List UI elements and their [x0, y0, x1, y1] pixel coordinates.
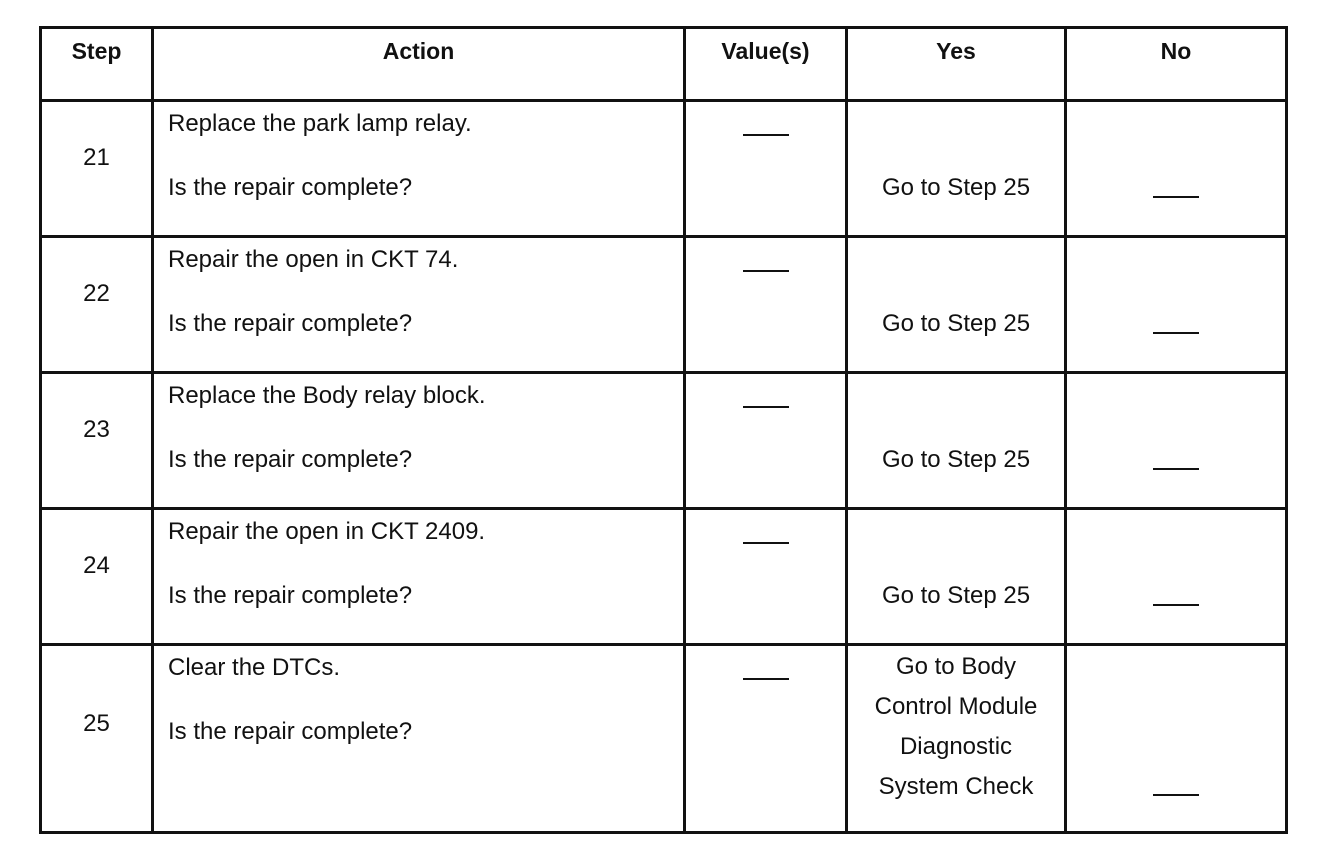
no-cell [1064, 507, 1288, 646]
action-cell: Repair the open in CKT 2409. Is the repa… [151, 507, 686, 646]
yes-result-line: Go to Body [895, 653, 1017, 680]
yes-cell: Go to Step 25 [845, 371, 1067, 510]
action-cell: Repair the open in CKT 74. Is the repair… [151, 235, 686, 374]
value-blank [742, 270, 789, 272]
header-row: Step Action Value(s) Yes No [39, 26, 1288, 102]
value-cell [683, 643, 848, 834]
no-blank [1153, 196, 1199, 198]
action-instruction: Replace the Body relay block. [168, 382, 486, 409]
table-row: 21 Replace the park lamp relay. Is the r… [39, 99, 1288, 238]
yes-result-line: System Check [878, 773, 1034, 800]
no-cell [1064, 235, 1288, 374]
no-header: No [1064, 26, 1288, 102]
step-cell: 22 [39, 235, 154, 374]
no-blank [1153, 332, 1199, 334]
yes-cell: Go to Body Control Module Diagnostic Sys… [845, 643, 1067, 834]
yes-cell: Go to Step 25 [845, 99, 1067, 238]
step-cell: 21 [39, 99, 154, 238]
value-blank [742, 406, 789, 408]
step-number: 24 [83, 552, 110, 579]
table-row: 23 Replace the Body relay block. Is the … [39, 371, 1288, 510]
step-number: 22 [83, 280, 110, 307]
action-instruction: Replace the park lamp relay. [168, 110, 472, 137]
action-cell: Clear the DTCs. Is the repair complete? [151, 643, 686, 834]
no-cell [1064, 643, 1288, 834]
yes-result: Go to Step 25 [881, 446, 1031, 473]
step-header: Step [39, 26, 154, 102]
step-cell: 25 [39, 643, 154, 834]
action-instruction: Repair the open in CKT 74. [168, 246, 459, 273]
yes-result-line: Control Module [874, 693, 1038, 720]
value-cell [683, 507, 848, 646]
no-cell [1064, 371, 1288, 510]
value-blank [742, 542, 789, 544]
step-number: 21 [83, 144, 110, 171]
value-cell [683, 99, 848, 238]
action-instruction: Repair the open in CKT 2409. [168, 518, 486, 545]
diagnostic-table: Step Action Value(s) Yes No 21 Replace t… [39, 26, 1288, 834]
action-header: Action [151, 26, 686, 102]
action-cell: Replace the Body relay block. Is the rep… [151, 371, 686, 510]
step-number: 23 [83, 416, 110, 443]
yes-result: Go to Step 25 [881, 310, 1031, 337]
no-cell [1064, 99, 1288, 238]
no-blank [1153, 468, 1199, 470]
action-question: Is the repair complete? [168, 446, 413, 473]
value-blank [742, 678, 789, 680]
action-question: Is the repair complete? [168, 310, 413, 337]
action-cell: Replace the park lamp relay. Is the repa… [151, 99, 686, 238]
yes-result: Go to Step 25 [881, 174, 1031, 201]
yes-result-line: Diagnostic [899, 733, 1013, 760]
yes-result: Go to Step 25 [881, 582, 1031, 609]
value-cell [683, 235, 848, 374]
no-blank [1153, 604, 1199, 606]
action-question: Is the repair complete? [168, 718, 413, 745]
action-instruction: Clear the DTCs. [168, 654, 341, 681]
table-row: 25 Clear the DTCs. Is the repair complet… [39, 643, 1288, 834]
action-question: Is the repair complete? [168, 582, 413, 609]
no-blank [1153, 794, 1199, 796]
step-number: 25 [83, 710, 110, 737]
values-header: Value(s) [683, 26, 848, 102]
table-row: 22 Repair the open in CKT 74. Is the rep… [39, 235, 1288, 374]
action-question: Is the repair complete? [168, 174, 413, 201]
table-row: 24 Repair the open in CKT 2409. Is the r… [39, 507, 1288, 646]
yes-header: Yes [845, 26, 1067, 102]
step-cell: 24 [39, 507, 154, 646]
yes-cell: Go to Step 25 [845, 507, 1067, 646]
value-blank [742, 134, 789, 136]
step-cell: 23 [39, 371, 154, 510]
yes-cell: Go to Step 25 [845, 235, 1067, 374]
value-cell [683, 371, 848, 510]
